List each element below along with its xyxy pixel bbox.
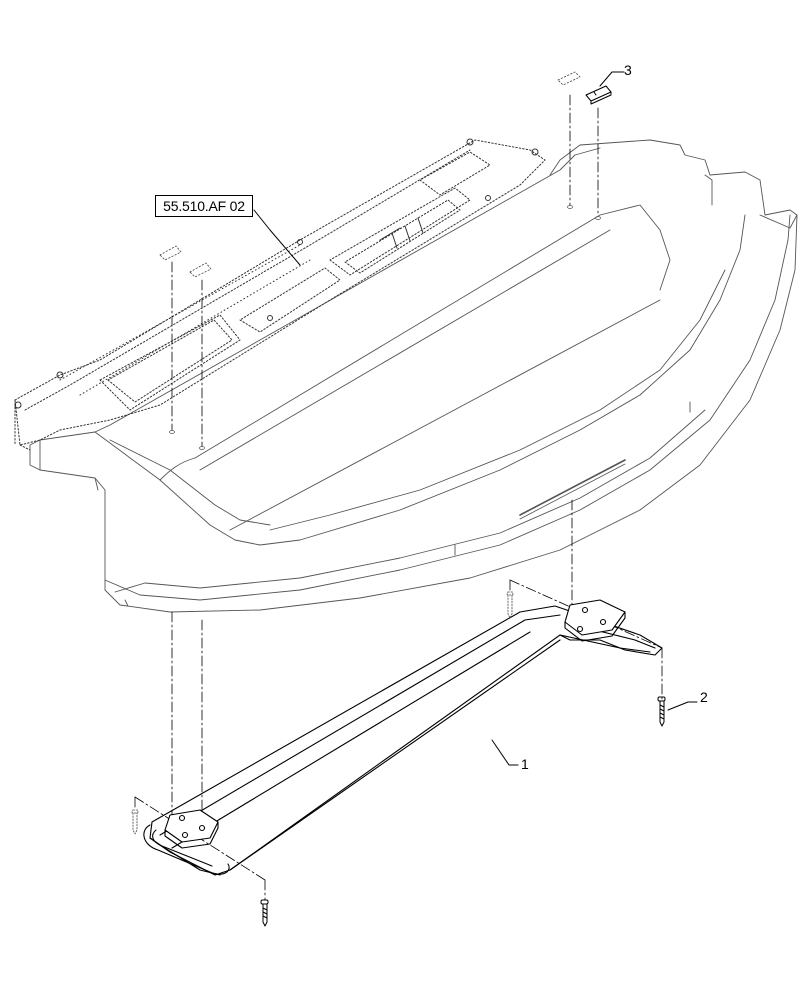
clip-phantom xyxy=(159,71,581,278)
cover-housing xyxy=(29,139,798,613)
leader-lines xyxy=(253,71,698,766)
callout-1: 1 xyxy=(521,756,529,772)
alignment-center-lines xyxy=(134,94,663,901)
console-frame xyxy=(14,138,546,451)
callout-3: 3 xyxy=(624,62,632,78)
screw-fastener xyxy=(260,696,666,927)
clip-fastener xyxy=(585,85,612,105)
screw-phantom xyxy=(131,591,514,835)
reference-label-box: 55.510.AF 02 xyxy=(155,195,253,217)
floor-mat-part xyxy=(143,599,663,876)
callout-2: 2 xyxy=(700,689,708,705)
mount-holes xyxy=(169,205,601,450)
